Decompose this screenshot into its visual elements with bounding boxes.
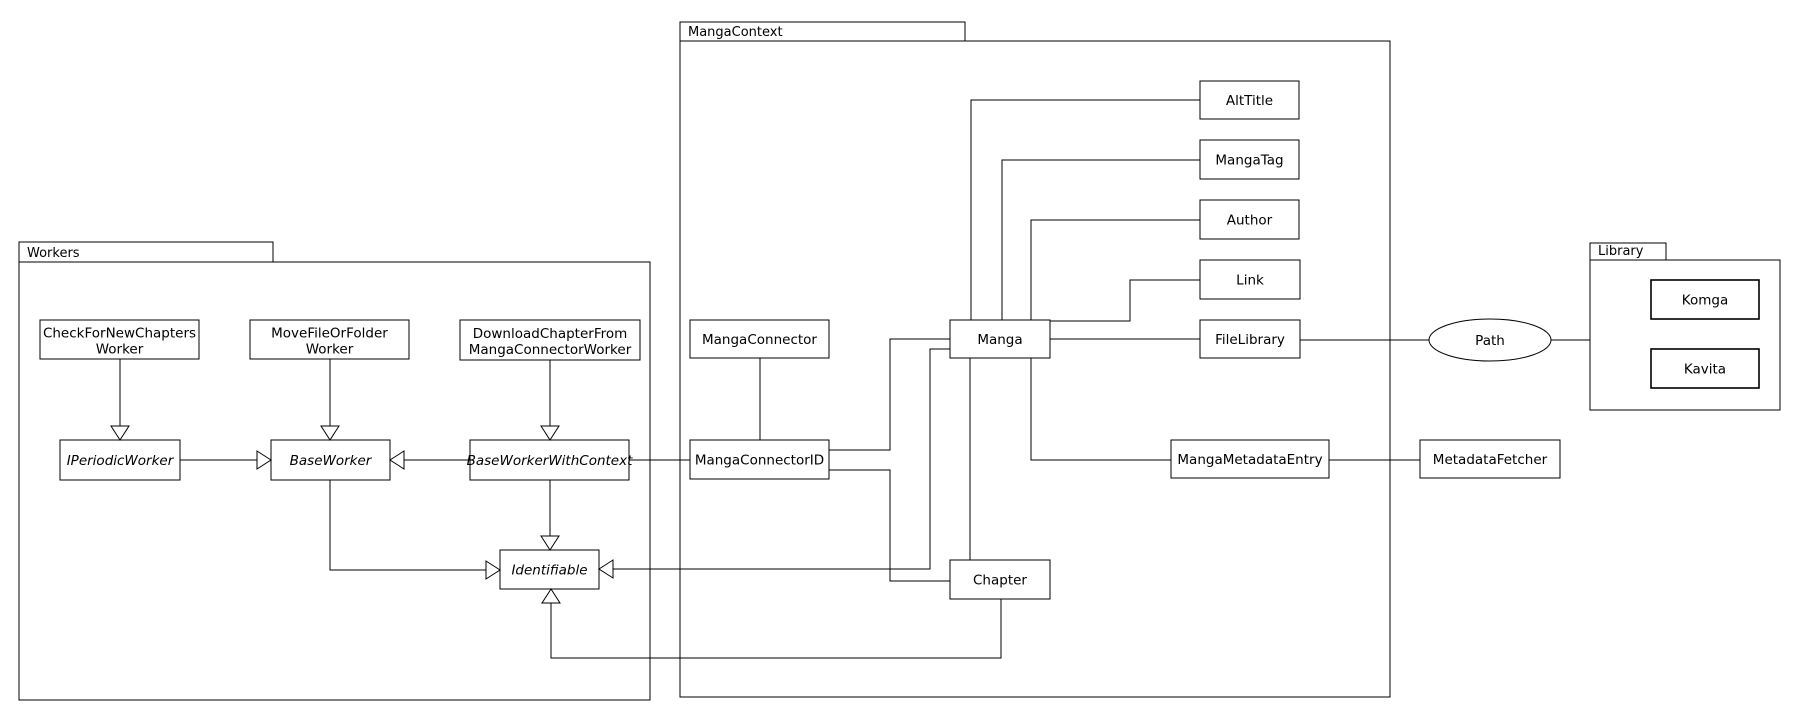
node-download-chapter-from-manga-connector-worker-label-line1: DownloadChapterFrom bbox=[473, 326, 628, 342]
edge-manga-to-link bbox=[1050, 279, 1200, 322]
edge-manga-to-alttitle bbox=[970, 99, 1200, 320]
node-base-worker-with-context-label: BaseWorkerWithContext bbox=[467, 453, 633, 469]
node-link-label: Link bbox=[1236, 273, 1264, 289]
node-manga-connector-id-box bbox=[689, 439, 830, 480]
edge-manga-to-identifiable-arrowhead bbox=[598, 559, 614, 579]
node-path-shape bbox=[1428, 318, 1552, 362]
edge-baseworkerwithcontext-to-baseworker-arrowhead bbox=[389, 450, 405, 470]
edge-movefileorfolderworker-inherits-baseworker-arrowhead bbox=[320, 425, 340, 441]
node-author-box bbox=[1199, 199, 1300, 240]
node-download-chapter-from-manga-connector-worker-label-line2: MangaConnectorWorker bbox=[469, 342, 632, 358]
node-komga-box bbox=[1650, 279, 1760, 320]
node-identifiable-label: Identifiable bbox=[511, 563, 587, 579]
node-kavita-box bbox=[1650, 348, 1760, 389]
node-chapter-label: Chapter bbox=[973, 573, 1027, 589]
edge-iperiodicworker-to-baseworker-arrowhead bbox=[256, 450, 272, 470]
node-file-library-label: FileLibrary bbox=[1215, 332, 1285, 348]
node-alt-title-label: AltTitle bbox=[1226, 93, 1273, 109]
node-metadata-fetcher-label: MetadataFetcher bbox=[1433, 452, 1548, 468]
edge-manga-to-mangametadataentry bbox=[1030, 358, 1171, 461]
node-author-label: Author bbox=[1227, 213, 1273, 229]
edge-baseworker-to-identifiable bbox=[329, 480, 500, 571]
node-base-worker-box bbox=[270, 439, 391, 481]
edge-manga-to-mangatag bbox=[1001, 159, 1200, 320]
node-alt-title-box bbox=[1199, 80, 1300, 120]
package-workers-label: Workers bbox=[27, 246, 80, 261]
edge-chapter-to-identifiable bbox=[550, 589, 1002, 659]
edge-chapter-to-identifiable-arrowhead bbox=[541, 588, 561, 604]
node-iperiodic-worker-box bbox=[59, 439, 181, 481]
edge-baseworker-to-identifiable-arrowhead bbox=[485, 560, 501, 580]
node-base-worker-label: BaseWorker bbox=[290, 453, 373, 469]
package-workers-body bbox=[18, 261, 651, 701]
node-metadata-fetcher-box bbox=[1419, 439, 1561, 479]
node-manga-box bbox=[949, 319, 1051, 359]
node-manga-connector-id-label: MangaConnectorID bbox=[695, 453, 824, 469]
node-kavita-label: Kavita bbox=[1684, 362, 1726, 378]
node-link-box bbox=[1199, 259, 1301, 300]
package-library-body bbox=[1589, 259, 1781, 411]
node-move-file-or-folder-worker-box bbox=[249, 319, 410, 360]
package-mangacontext-label: MangaContext bbox=[688, 25, 783, 40]
edge-downloadchapterworker-inherits-baseworkerwithcontext-arrowhead bbox=[540, 425, 560, 441]
edge-mangaconnectorid-to-chapter bbox=[829, 469, 950, 582]
node-manga-metadata-entry-label: MangaMetadataEntry bbox=[1177, 452, 1322, 468]
node-check-for-new-chapters-worker-label-line1: CheckForNewChapters bbox=[43, 326, 196, 342]
node-check-for-new-chapters-worker-box bbox=[39, 319, 200, 360]
node-chapter-box bbox=[949, 559, 1051, 600]
package-mangacontext-body bbox=[679, 40, 1391, 698]
node-manga-label: Manga bbox=[977, 332, 1022, 348]
edge-checkfornewchaptersworker-inherits-iperiodicworker-arrowhead bbox=[110, 425, 130, 441]
node-iperiodic-worker-label: IPeriodicWorker bbox=[67, 453, 175, 469]
node-manga-connector-label: MangaConnector bbox=[702, 332, 817, 348]
node-manga-tag-box bbox=[1199, 139, 1300, 180]
node-base-worker-with-context-box bbox=[469, 439, 630, 481]
node-manga-tag-label: MangaTag bbox=[1215, 153, 1283, 169]
node-komga-label: Komga bbox=[1682, 293, 1728, 309]
node-file-library-box bbox=[1199, 319, 1301, 359]
node-path-label: Path bbox=[1475, 333, 1505, 349]
node-check-for-new-chapters-worker-label-line2: Worker bbox=[96, 342, 144, 358]
edge-mangaconnectorid-to-manga bbox=[829, 338, 950, 451]
node-move-file-or-folder-worker-label-line1: MoveFileOrFolder bbox=[271, 326, 388, 342]
package-library-label: Library bbox=[1598, 244, 1644, 259]
edge-manga-to-author bbox=[1030, 219, 1200, 320]
node-manga-metadata-entry-box bbox=[1170, 439, 1330, 479]
node-download-chapter-from-manga-connector-worker-box bbox=[459, 319, 641, 361]
node-move-file-or-folder-worker-label-line2: Worker bbox=[306, 342, 354, 358]
edge-manga-to-identifiable bbox=[599, 348, 950, 570]
node-manga-connector-box bbox=[689, 319, 830, 359]
edge-baseworkerwithcontext-to-identifiable-arrowhead bbox=[540, 535, 560, 551]
